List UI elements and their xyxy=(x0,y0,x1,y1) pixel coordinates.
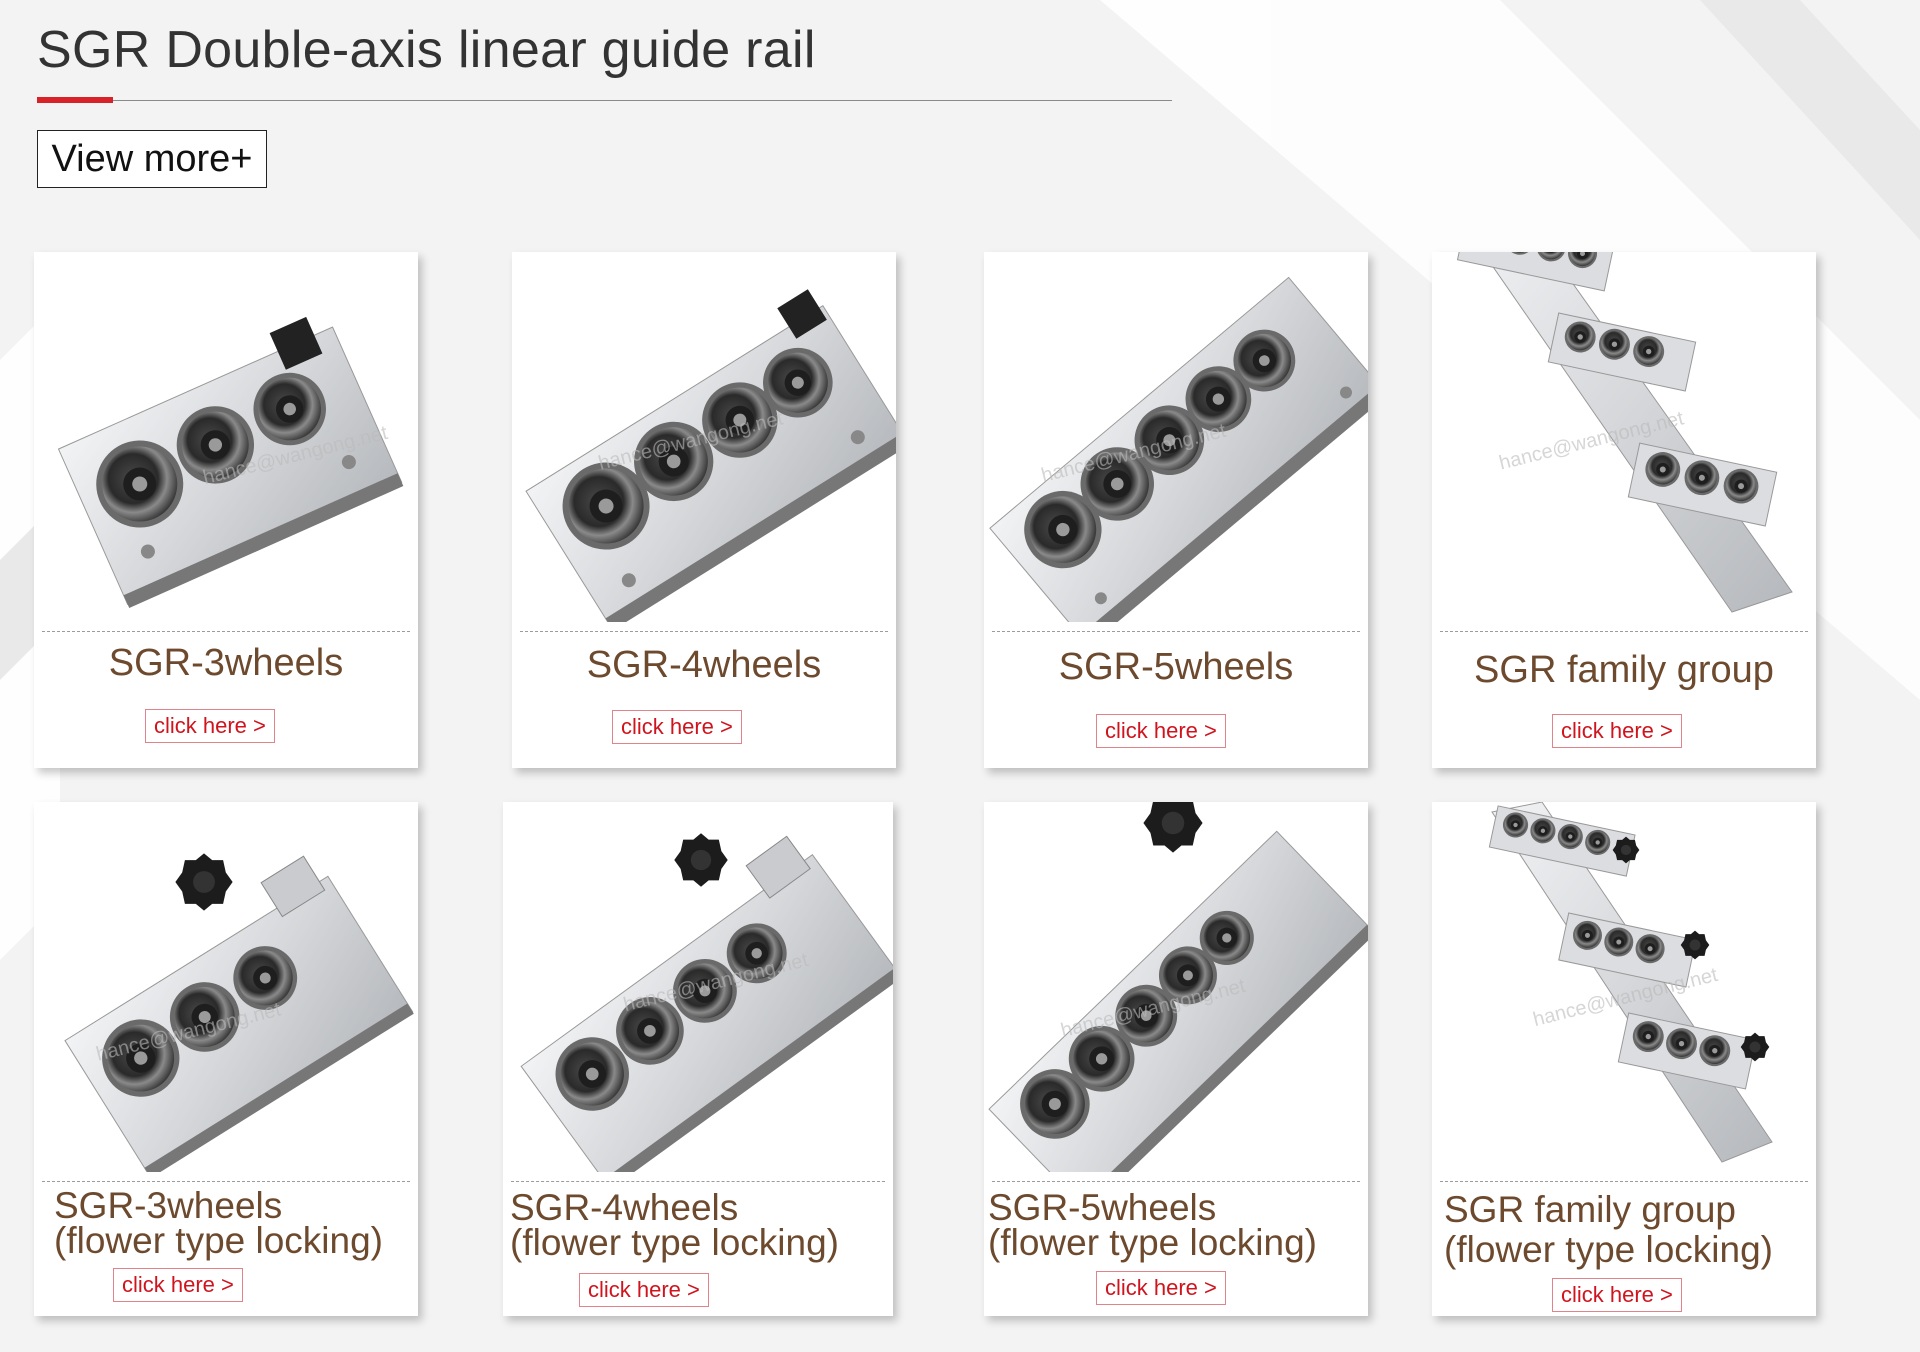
click-here-button[interactable]: click here > xyxy=(612,710,742,744)
click-here-button[interactable]: click here > xyxy=(113,1268,243,1302)
product-title: SGR-5wheels (flower type locking) xyxy=(988,1187,1318,1263)
product-card[interactable]: hance@wangong.net SGR-3wheels (flower ty… xyxy=(34,802,418,1316)
card-divider xyxy=(1440,1181,1808,1182)
click-here-button[interactable]: click here > xyxy=(1096,1271,1226,1305)
product-card[interactable]: hance@wangong.net SGR-4wheels click here… xyxy=(512,252,896,768)
click-here-button[interactable]: click here > xyxy=(1096,714,1226,748)
card-divider xyxy=(992,1181,1360,1182)
card-divider xyxy=(42,1181,410,1182)
product-card[interactable]: hance@wangong.net SGR-4wheels (flower ty… xyxy=(503,802,893,1316)
click-here-button[interactable]: click here > xyxy=(145,709,275,743)
title-line-1: SGR-4wheels xyxy=(510,1187,739,1228)
title-line-2: (flower type locking) xyxy=(1444,1229,1774,1270)
product-image: hance@wangong.net xyxy=(64,853,414,1172)
product-image: hance@wangong.net xyxy=(1488,802,1773,1163)
product-title: SGR family group xyxy=(1474,649,1774,691)
click-here-button[interactable]: click here > xyxy=(579,1273,709,1307)
click-here-button[interactable]: click here > xyxy=(1552,1278,1682,1312)
product-image: hance@wangong.net xyxy=(520,833,893,1172)
product-title: SGR-5wheels xyxy=(1058,646,1294,688)
product-title: SGR-4wheels xyxy=(586,644,822,686)
product-image: hance@wangong.net xyxy=(988,802,1368,1172)
product-card[interactable]: hance@wangong.net SGR-3wheels click here… xyxy=(34,252,418,768)
title-accent-bar xyxy=(37,97,113,103)
card-divider xyxy=(992,631,1360,632)
product-image: hance@wangong.net xyxy=(989,276,1368,622)
product-card[interactable]: hance@wangong.net SGR-5wheels (flower ty… xyxy=(984,802,1368,1316)
card-divider xyxy=(42,631,410,632)
title-line-2: (flower type locking) xyxy=(988,1222,1318,1263)
click-here-button[interactable]: click here > xyxy=(1552,714,1682,748)
product-image: hance@wangong.net xyxy=(1456,252,1793,613)
card-divider xyxy=(511,1181,885,1182)
product-title: SGR-3wheels xyxy=(108,642,344,684)
title-line-2: (flower type locking) xyxy=(510,1222,840,1263)
product-card[interactable]: hance@wangong.net SGR family group (flow… xyxy=(1432,802,1816,1316)
title-line-2: (flower type locking) xyxy=(54,1220,384,1261)
title-line-1: SGR-3wheels xyxy=(54,1185,283,1226)
page-title: SGR Double-axis linear guide rail xyxy=(37,21,816,79)
product-image: hance@wangong.net xyxy=(525,289,896,622)
card-divider xyxy=(520,631,888,632)
product-title: SGR-3wheels (flower type locking) xyxy=(54,1185,384,1261)
title-line-1: SGR-5wheels xyxy=(988,1187,1217,1228)
view-more-button[interactable]: View more+ xyxy=(37,130,267,188)
title-divider xyxy=(37,100,1172,101)
product-card[interactable]: hance@wangong.net SGR-5wheels click here… xyxy=(984,252,1368,768)
card-divider xyxy=(1440,631,1808,632)
title-line-1: SGR family group xyxy=(1444,1189,1736,1230)
product-image: hance@wangong.net xyxy=(57,316,404,609)
product-title: SGR family group (flower type locking) xyxy=(1444,1190,1773,1270)
product-card[interactable]: hance@wangong.net SGR family group click… xyxy=(1432,252,1816,768)
product-title: SGR-4wheels (flower type locking) xyxy=(510,1187,840,1263)
